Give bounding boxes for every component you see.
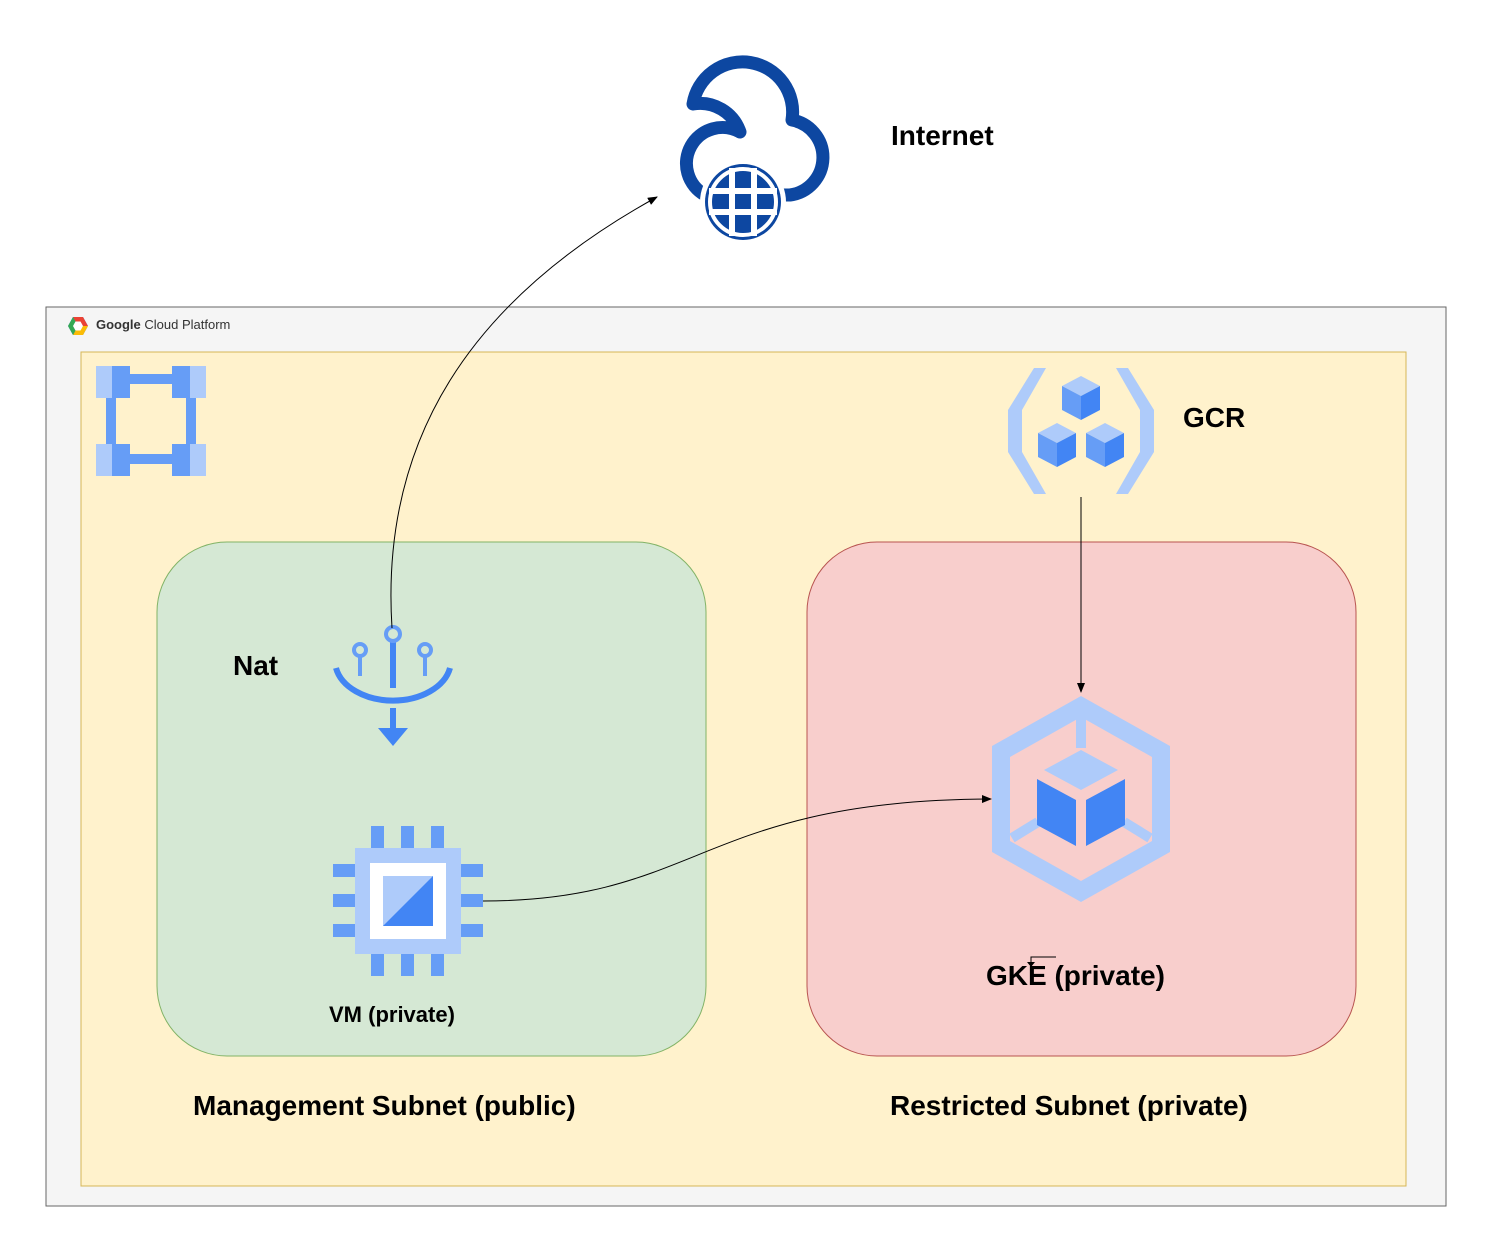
connector-stub [1030, 956, 1056, 963]
management-subnet-label: Management Subnet (public) [193, 1090, 576, 1121]
vpc-network-icon [96, 366, 206, 476]
gcp-brand-rest: Cloud Platform [144, 317, 231, 332]
nat-label: Nat [233, 650, 279, 681]
vm-label: VM (private) [329, 1002, 455, 1027]
internet-label: Internet [891, 120, 994, 151]
gcp-brand-bold: Google [96, 317, 141, 332]
google-cloud-logo-icon [68, 317, 88, 335]
connector-nat-to-internet [390, 196, 658, 629]
gcp-brand-label: Google Cloud Platform [96, 317, 230, 332]
cloud-globe-icon [679, 55, 830, 245]
kubernetes-engine-icon [992, 696, 1170, 902]
restricted-subnet-label: Restricted Subnet (private) [890, 1090, 1248, 1121]
management-subnet [156, 541, 707, 1057]
connector-vm-to-gke [482, 795, 992, 902]
cloud-nat-icon [333, 625, 453, 746]
connector-stub-arrowhead [1027, 962, 1035, 967]
compute-engine-icon [333, 826, 483, 976]
gcr-label: GCR [1183, 402, 1246, 433]
gke-label: GKE (private) [986, 960, 1165, 991]
container-registry-icon [1008, 368, 1154, 494]
